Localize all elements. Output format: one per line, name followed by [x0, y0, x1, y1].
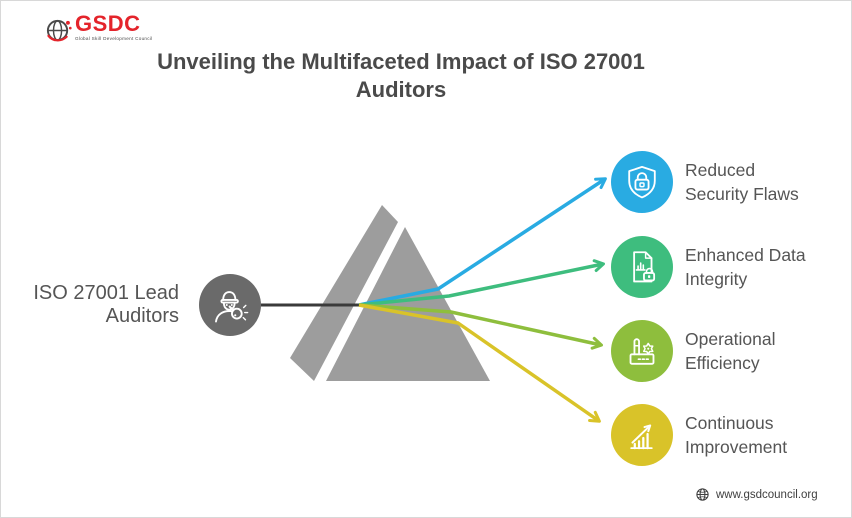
- brand-tagline: Global Skill Development Council: [75, 36, 153, 41]
- outcome-0-line1: Reduced: [685, 160, 756, 180]
- outcome-label-continuous-improvement: Continuous Improvement: [685, 411, 850, 459]
- outcome-2-line1: Operational: [685, 329, 776, 349]
- page-title-line1: Unveiling the Multifaceted Impact of ISO…: [157, 49, 645, 74]
- outcome-2-line2: Efficiency: [685, 353, 760, 373]
- source-badge: [199, 274, 261, 336]
- outcome-badge-continuous-improvement: [611, 404, 673, 466]
- growth-chart-icon: [630, 424, 653, 450]
- outcome-label-enhanced-data-integrity: Enhanced Data Integrity: [685, 243, 850, 291]
- outcome-1-line2: Integrity: [685, 269, 748, 289]
- factory-gear-icon: [629, 338, 655, 365]
- globe-icon: [696, 488, 709, 501]
- shield-lock-icon: [628, 165, 656, 199]
- prism-left-band: [290, 205, 398, 381]
- outcome-badge-operational-efficiency: [611, 320, 673, 382]
- outcome-badge-enhanced-data-integrity: [611, 236, 673, 298]
- outcome-label-operational-efficiency: Operational Efficiency: [685, 327, 850, 375]
- globe-icon: [46, 19, 72, 42]
- ray-operational-efficiency: [358, 303, 603, 350]
- outcome-3-line2: Improvement: [685, 437, 788, 457]
- auditor-person-icon: [215, 291, 249, 323]
- brand-logo: GSDC Global Skill Development Council: [45, 13, 153, 45]
- ray-reduced-security-flaws: [358, 177, 607, 307]
- outcome-0-line2: Security Flaws: [685, 184, 799, 204]
- outcome-1-line1: Enhanced Data: [685, 245, 806, 265]
- source-label: ISO 27001 Lead Auditors: [19, 282, 179, 328]
- page-title-line2: Auditors: [355, 77, 447, 102]
- ray-enhanced-data-integrity: [358, 259, 605, 307]
- footer: www.gsdcouncil.org: [695, 487, 818, 502]
- page-title: Unveiling the Multifaceted Impact of ISO…: [1, 48, 801, 104]
- source-label-line2: Auditors: [105, 305, 179, 327]
- source-label-line1: ISO 27001 Lead: [33, 282, 179, 304]
- outcome-badge-reduced-security-flaws: [611, 151, 673, 213]
- footer-website: www.gsdcouncil.org: [716, 488, 818, 501]
- document-lock-icon: [633, 251, 656, 283]
- ray-continuous-improvement: [358, 303, 601, 423]
- outcome-3-line1: Continuous: [685, 413, 774, 433]
- outcome-label-reduced-security-flaws: Reduced Security Flaws: [685, 158, 850, 206]
- prism-main-triangle: [326, 227, 490, 381]
- brand-name: GSDC: [75, 11, 141, 36]
